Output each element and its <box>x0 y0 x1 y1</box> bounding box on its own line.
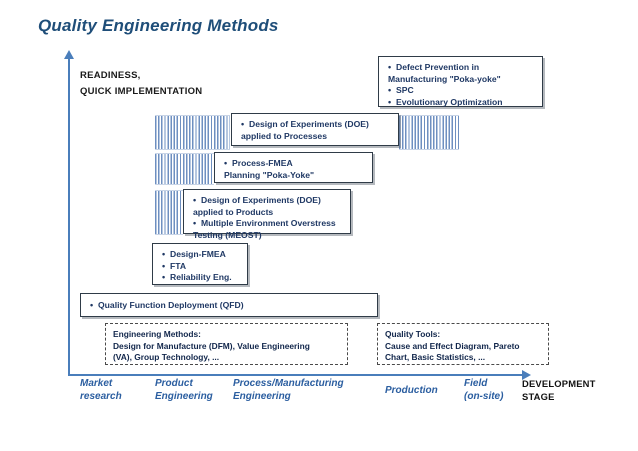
box-line: Evolutionary Optimization <box>388 97 534 109</box>
stage-label-product-engineering: Product Engineering <box>155 377 213 403</box>
box-line: Quality Function Deployment (QFD) <box>90 300 369 312</box>
page-title: Quality Engineering Methods <box>38 16 279 35</box>
box-line: Design-FMEA <box>162 249 239 261</box>
hatch-bar-doe-products <box>155 190 183 235</box>
box-line: Design of Experiments (DOE) <box>241 119 390 131</box>
note-line: (VA), Group Technology, ... <box>113 352 220 363</box>
x-axis-label-line-2: STAGE <box>522 391 555 402</box>
stage-line: Production <box>385 385 438 396</box>
note-line: Quality Tools: <box>385 329 441 339</box>
stage-label-process-manufacturing-engineering: Process/Manufacturing Engineering <box>233 377 344 403</box>
hatch-bar-doe-processes-right <box>399 115 459 150</box>
box-line: Design of Experiments (DOE) <box>193 195 342 207</box>
hatch-bar-doe-processes-left <box>155 115 230 150</box>
qfd-box[interactable]: Quality Function Deployment (QFD) <box>80 293 378 317</box>
note-line: Chart, Basic Statistics, ... <box>385 352 486 363</box>
y-axis-line <box>68 58 70 376</box>
stage-line: Product <box>155 378 193 389</box>
manufacturing-methods-box[interactable]: Defect Prevention in Manufacturing "Poka… <box>378 56 543 107</box>
note-line: Cause and Effect Diagram, Pareto <box>385 340 520 351</box>
design-fmea-box[interactable]: Design-FMEA FTA Reliability Eng. <box>152 243 248 285</box>
box-line: Multiple Environment Overstress <box>193 218 342 230</box>
box-line: Process-FMEA <box>224 158 364 170</box>
hatch-bar-process-fmea <box>155 153 214 185</box>
box-line: Planning "Poka-Yoke" <box>224 169 315 180</box>
process-fmea-box[interactable]: Process-FMEA Planning "Poka-Yoke" <box>214 152 373 183</box>
x-axis-label: DEVELOPMENT STAGE <box>522 377 596 403</box>
y-axis-caption: READINESS, QUICK IMPLEMENTATION <box>80 68 202 100</box>
y-axis-caption-line-2: QUICK IMPLEMENTATION <box>80 86 203 97</box>
box-line: Defect Prevention in <box>388 62 534 74</box>
x-axis-line <box>68 374 524 376</box>
stage-line: research <box>80 391 122 402</box>
stage-line: Engineering <box>155 391 213 402</box>
stage-label-market-research: Market research <box>80 377 122 403</box>
stage-line: Field <box>464 378 488 389</box>
y-axis-caption-line-1: READINESS, <box>80 70 141 81</box>
stage-label-field-on-site: Field (on-site) <box>464 377 503 403</box>
box-line: Manufacturing "Poka-yoke" <box>388 73 501 84</box>
quality-tools-note: Quality Tools: Cause and Effect Diagram,… <box>377 323 549 365</box>
engineering-methods-note: Engineering Methods: Design for Manufact… <box>105 323 348 365</box>
stage-line: (on-site) <box>464 391 504 402</box>
box-line: FTA <box>162 261 239 273</box>
y-axis-arrow-icon <box>64 50 74 59</box>
box-line: Testing (MEOST) <box>193 229 262 240</box>
note-line: Engineering Methods: <box>113 329 201 339</box>
x-axis-label-line-1: DEVELOPMENT <box>522 378 596 389</box>
box-line: SPC <box>388 85 534 97</box>
box-line: applied to Processes <box>241 130 327 141</box>
box-line: Reliability Eng. <box>162 272 239 284</box>
box-line: applied to Products <box>193 206 274 217</box>
x-axis-arrow-icon <box>522 370 531 380</box>
note-line: Design for Manufacture (DFM), Value Engi… <box>113 340 310 351</box>
stage-line: Process/Manufacturing <box>233 378 344 389</box>
stage-line: Engineering <box>233 391 291 402</box>
doe-processes-box[interactable]: Design of Experiments (DOE) applied to P… <box>231 113 399 146</box>
doe-products-box[interactable]: Design of Experiments (DOE) applied to P… <box>183 189 351 240</box>
stage-label-production: Production <box>385 384 438 397</box>
stage-line: Market <box>80 378 113 389</box>
